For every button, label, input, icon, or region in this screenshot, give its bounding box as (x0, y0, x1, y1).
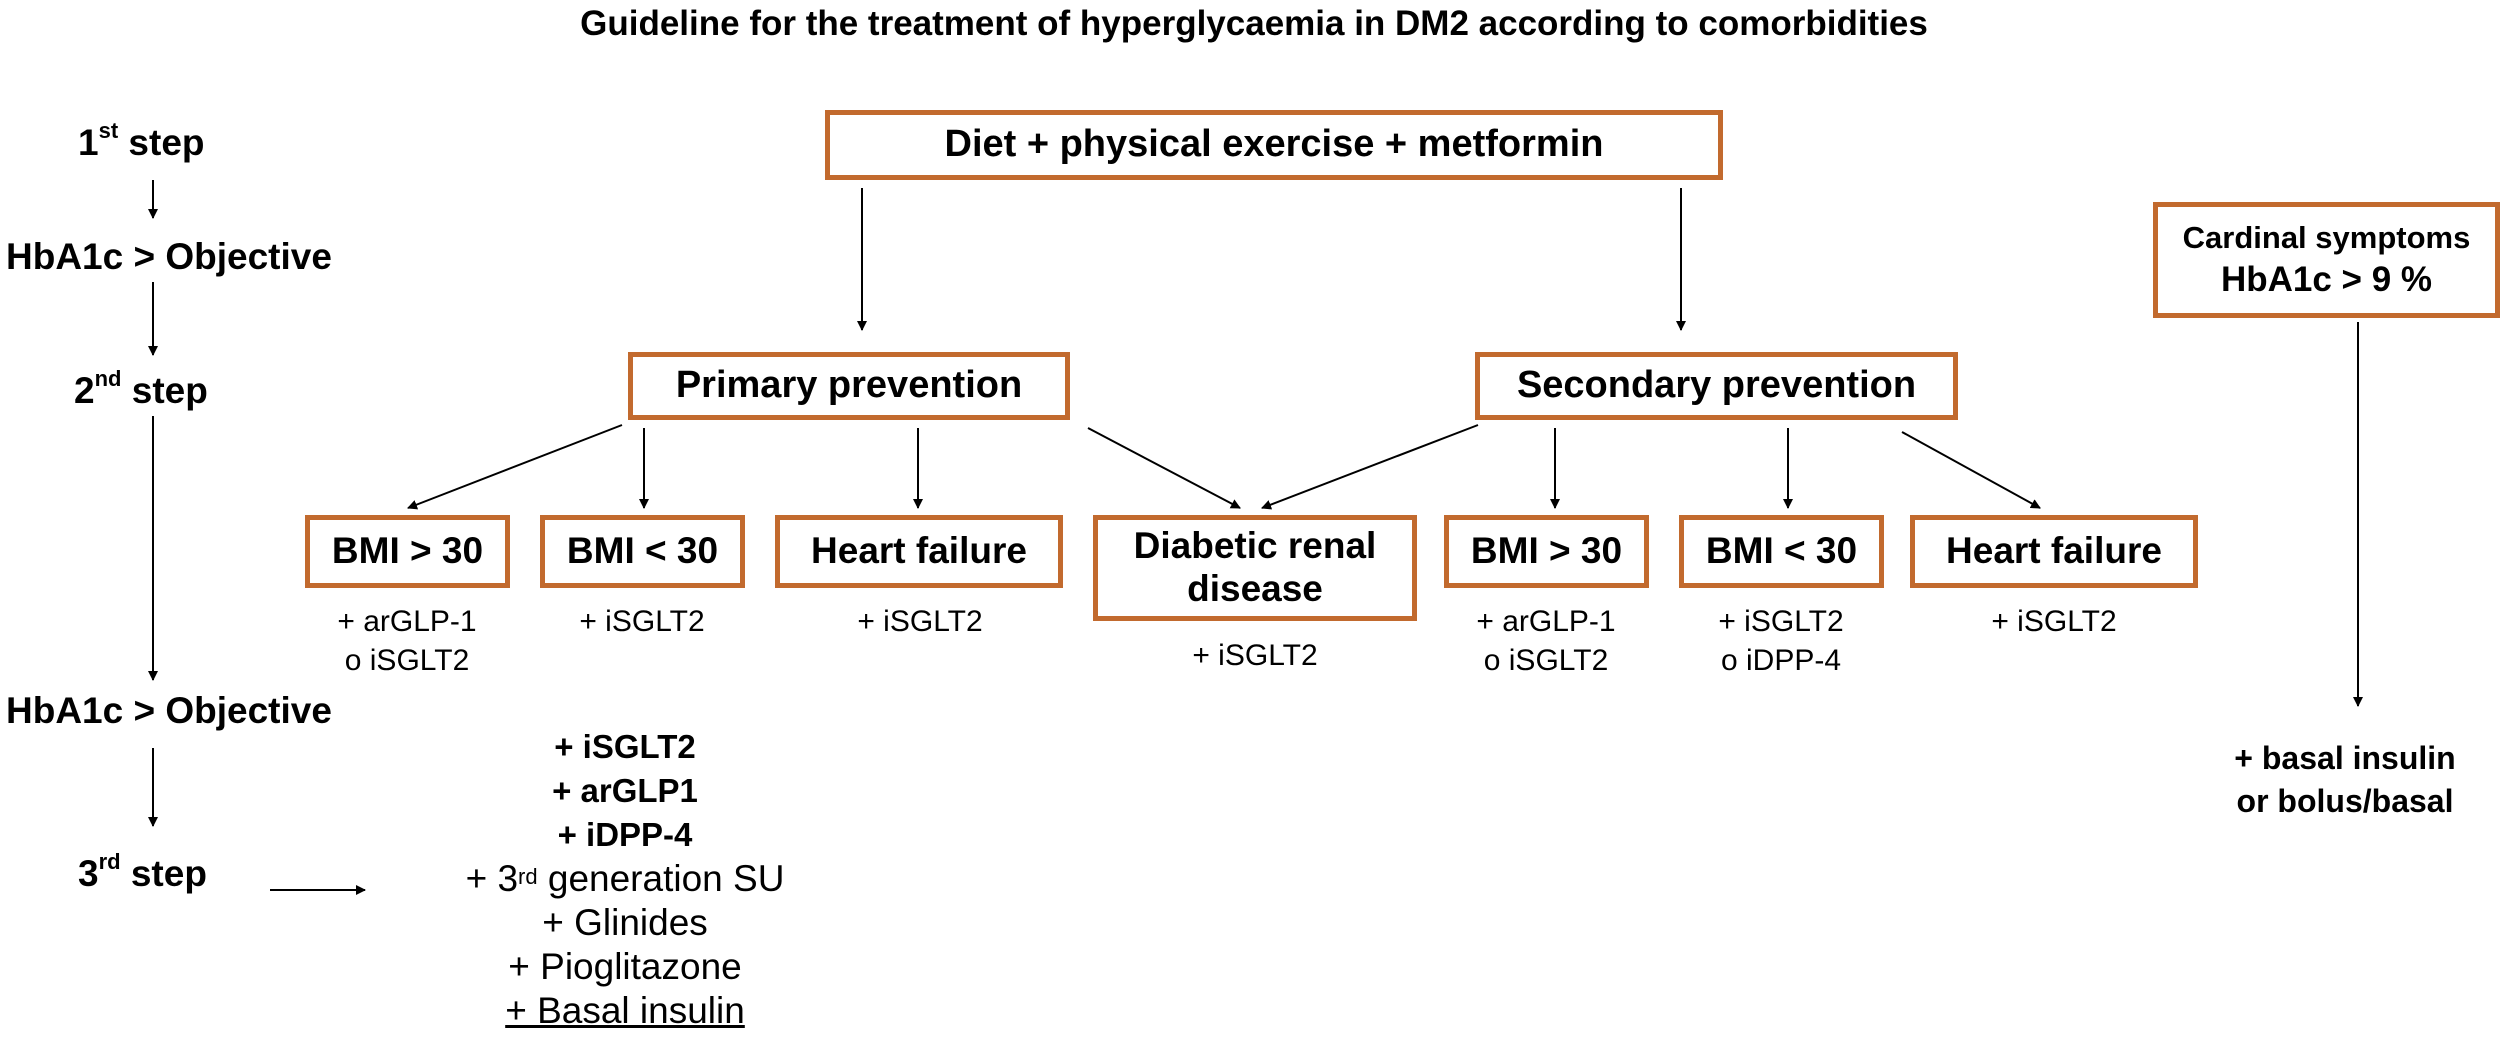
treatment-line: o iSGLT2 (1483, 644, 1609, 677)
cardinal-result: + basal insulin or bolus/basal (2195, 737, 2495, 823)
step-3-number: 3 (78, 853, 99, 894)
treatment-line: + arGLP-1 (1476, 605, 1616, 638)
diabetic-renal-line2: disease (1187, 568, 1323, 609)
third-option-pioglitazone: + Pioglitazone (508, 946, 742, 987)
diabetic-renal-line1: Diabetic renal (1133, 525, 1377, 567)
treatment-secondary-bmi-over-30: + arGLP-1 o iSGLT2 (1446, 602, 1646, 680)
step-1-suffix: st (98, 118, 119, 143)
third-option-su: + 3rd generation SU (300, 857, 950, 901)
step-1-word: step (128, 122, 205, 163)
primary-bmi-over-30-box: BMI > 30 (305, 515, 510, 588)
treatment-line: o iDPP-4 (1720, 644, 1842, 677)
primary-heart-failure-box: Heart failure (775, 515, 1063, 588)
diet-exercise-metformin-box: Diet + physical exercise + metformin (825, 110, 1723, 180)
arrow-secondary-to-heart-failure (1901, 431, 2041, 509)
treatment-primary-bmi-under-30: + iSGLT2 (542, 602, 742, 641)
cardinal-symptoms-line1: Cardinal symptoms (2182, 220, 2471, 256)
treatment-line: + arGLP-1 (337, 605, 477, 638)
su-sup: rd (518, 864, 538, 889)
step-1-label: 1st step (78, 118, 205, 164)
cardinal-result-line1: + basal insulin (2234, 740, 2456, 776)
third-option-glinides: + Glinides (542, 902, 708, 943)
third-step-options: + iSGLT2 + arGLP1 + iDPP-4 + 3rd generat… (300, 725, 950, 1033)
secondary-heart-failure-box: Heart failure (1910, 515, 2198, 588)
step-3-suffix: rd (98, 849, 121, 874)
secondary-bmi-under-30-box: BMI < 30 (1679, 515, 1884, 588)
step-3-label: 3rd step (78, 849, 207, 895)
step-2-word: step (131, 370, 208, 411)
third-option-isglt2: + iSGLT2 (554, 728, 696, 765)
primary-prevention-box: Primary prevention (628, 352, 1070, 420)
primary-bmi-under-30-box: BMI < 30 (540, 515, 745, 588)
treatment-primary-heart-failure: + iSGLT2 (820, 602, 1020, 641)
cardinal-symptoms-box: Cardinal symptoms HbA1c > 9 % (2153, 202, 2500, 318)
cardinal-result-line2: or bolus/basal (2236, 783, 2454, 820)
arrow-primary-to-bmi-over-30 (407, 424, 623, 510)
third-option-idpp4: + iDPP-4 (557, 816, 693, 853)
step-1-number: 1 (78, 122, 99, 163)
treatment-primary-bmi-over-30: + arGLP-1 o iSGLT2 (307, 602, 507, 680)
third-option-arglp1: + arGLP1 (552, 772, 698, 809)
treatment-diabetic-renal: + iSGLT2 (1155, 636, 1355, 675)
secondary-bmi-over-30-box: BMI > 30 (1444, 515, 1649, 588)
secondary-prevention-box: Secondary prevention (1475, 352, 1958, 420)
step-3-word: step (130, 853, 207, 894)
step-2-suffix: nd (94, 366, 122, 391)
step-2-number: 2 (74, 370, 95, 411)
cardinal-symptoms-line2: HbA1c > 9 % (2220, 259, 2433, 299)
su-suffix: generation SU (537, 858, 785, 899)
diabetic-renal-disease-box: Diabetic renal disease (1093, 515, 1417, 621)
treatment-line: + iSGLT2 (579, 605, 705, 638)
objective-2-label: HbA1c > Objective (6, 690, 332, 731)
objective-1-label: HbA1c > Objective (6, 236, 332, 277)
third-option-basal-insulin: + Basal insulin (505, 990, 745, 1031)
treatment-secondary-bmi-under-30: + iSGLT2 o iDPP-4 (1681, 602, 1881, 680)
treatment-line: + iSGLT2 (1192, 639, 1318, 672)
treatment-secondary-heart-failure: + iSGLT2 (1954, 602, 2154, 641)
treatment-line: + iSGLT2 (1991, 605, 2117, 638)
su-prefix: + 3 (465, 858, 519, 899)
treatment-line: + iSGLT2 (1718, 605, 1844, 638)
treatment-line: + iSGLT2 (857, 605, 983, 638)
arrow-primary-to-renal (1087, 427, 1241, 509)
step-2-label: 2nd step (74, 366, 208, 412)
page-title: Guideline for the treatment of hyperglyc… (580, 4, 1928, 43)
arrow-secondary-to-renal (1261, 424, 1479, 510)
treatment-line: o iSGLT2 (344, 644, 470, 677)
